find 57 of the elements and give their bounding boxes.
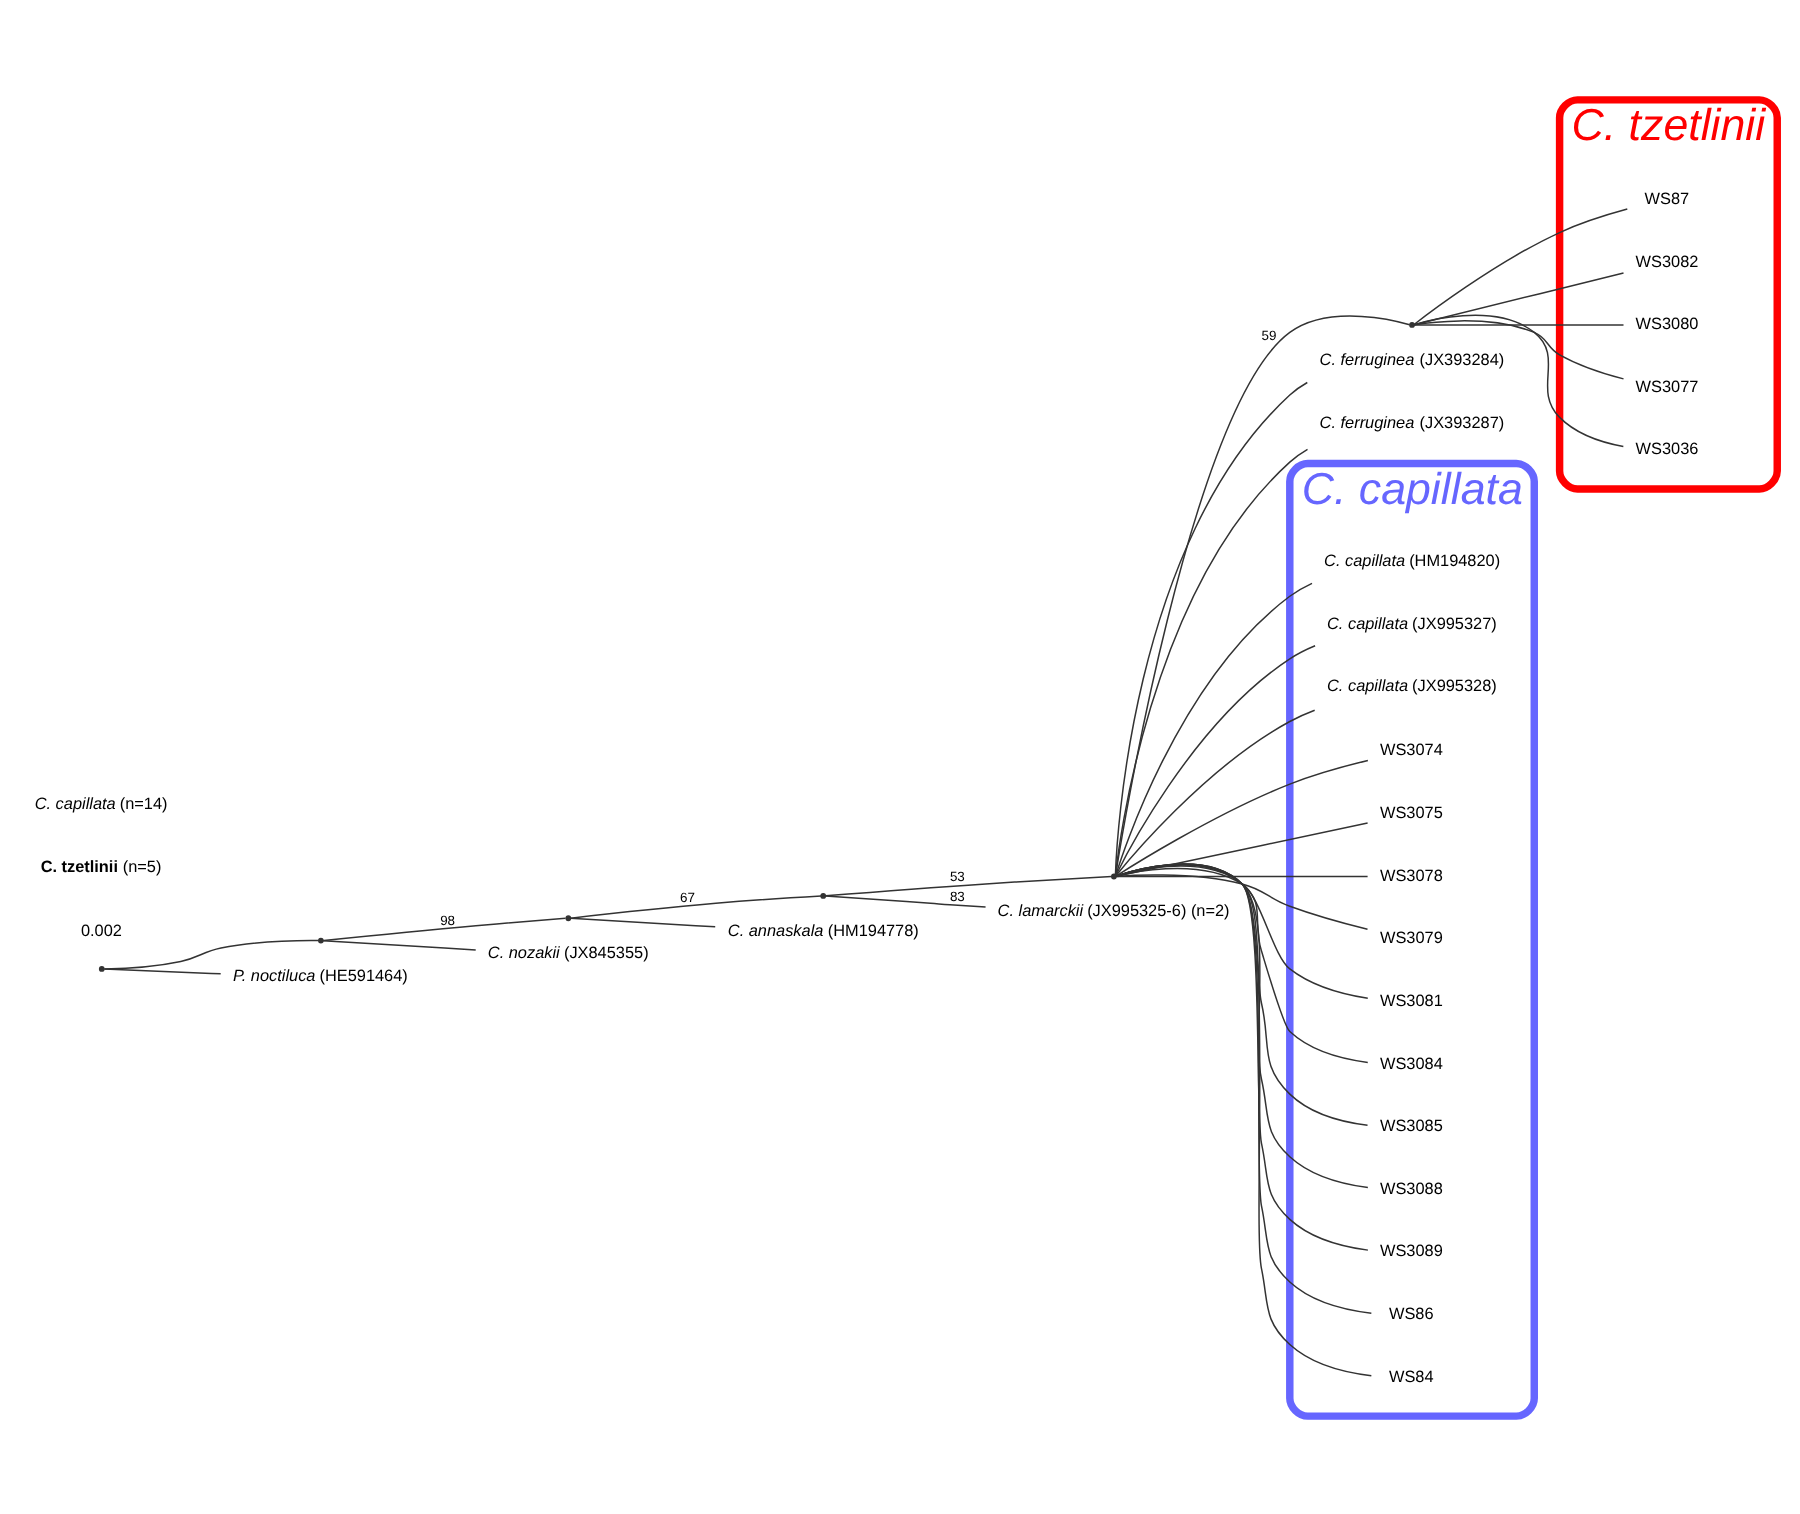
- connector: [1413, 207, 1629, 325]
- node-point: [318, 936, 324, 943]
- connector: [1115, 873, 1369, 930]
- connector: [1115, 863, 1369, 1126]
- node-text: WS3036: [1635, 439, 1699, 458]
- node-text: WS86: [1388, 1303, 1434, 1322]
- label: C. tzetlinii (n=5): [40, 856, 162, 875]
- connector: [322, 938, 477, 950]
- connector: [1413, 323, 1625, 325]
- connector: [1413, 313, 1625, 447]
- connector: [1413, 271, 1625, 325]
- connector: [1115, 866, 1369, 999]
- node-text: WS3089: [1379, 1241, 1443, 1260]
- node-text: C. lamarckii (JX995325-6) (n=2): [997, 901, 1230, 920]
- connector: [570, 894, 822, 918]
- node-point: [98, 965, 105, 971]
- node-text: WS87: [1644, 188, 1690, 207]
- node-text: C. capillata (HM194820): [1324, 551, 1501, 570]
- connector: [1115, 581, 1313, 875]
- node-text: WS3075: [1379, 803, 1443, 822]
- node-text: C. ferruginea (JX393284): [1319, 349, 1505, 368]
- node-text: WS3084: [1379, 1053, 1443, 1072]
- connector: [1413, 319, 1625, 379]
- node-text: WS3080: [1635, 314, 1699, 333]
- connector: [1114, 314, 1411, 875]
- node-text: WS3078: [1379, 865, 1443, 884]
- node-text: WS3074: [1379, 740, 1443, 759]
- connector: [1115, 708, 1316, 876]
- label: C. capillata (n=14): [34, 794, 168, 813]
- connector: [569, 916, 716, 927]
- node-text: P. noctiluca (HE591464): [232, 965, 408, 984]
- node-point: [820, 892, 827, 898]
- connector: [1115, 862, 1369, 1188]
- node-point: [1111, 872, 1117, 879]
- node-text: WS3079: [1379, 928, 1443, 947]
- node-text: WS3088: [1379, 1178, 1443, 1197]
- connector: [1115, 862, 1369, 1250]
- node-text: C. nozakii (JX845355): [487, 943, 649, 962]
- node-text: WS3081: [1379, 990, 1443, 1009]
- node-text: C. capillata (JX995328): [1327, 676, 1497, 695]
- node-point: [1409, 321, 1415, 327]
- label: 0.002: [80, 920, 122, 939]
- connector: [1115, 758, 1369, 876]
- connector: [322, 916, 567, 941]
- node-text: C. annaskala (HM194778): [727, 920, 919, 939]
- node-text: WS84: [1388, 1366, 1434, 1385]
- connector: [824, 894, 987, 907]
- node-text: WS3077: [1635, 376, 1699, 395]
- node-text: WS3085: [1379, 1116, 1443, 1135]
- connector: [1115, 864, 1369, 1063]
- node-text: C. ferruginea (JX393287): [1319, 412, 1505, 431]
- node-point: [565, 914, 572, 921]
- connector: [825, 874, 1113, 896]
- node-text: WS3082: [1635, 251, 1699, 270]
- connector: [1115, 644, 1316, 876]
- node-text: C. capillata (JX995327): [1327, 613, 1497, 632]
- connector: [103, 967, 222, 974]
